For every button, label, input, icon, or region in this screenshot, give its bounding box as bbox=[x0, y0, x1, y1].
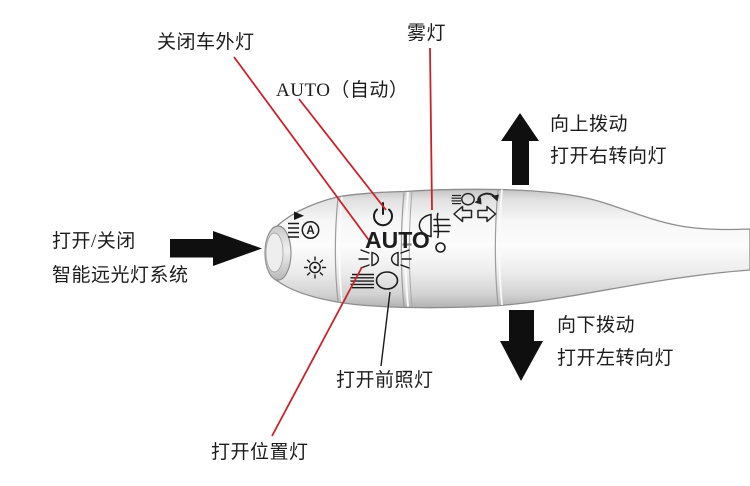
rotate-head bbox=[491, 194, 499, 202]
ray bbox=[400, 249, 410, 254]
leader-position bbox=[271, 266, 363, 437]
groove-highlight bbox=[498, 189, 503, 306]
label-auto-mode: AUTO（自动） bbox=[276, 80, 409, 101]
label-close-exterior: 关闭车外灯 bbox=[157, 32, 255, 53]
leader-fog bbox=[429, 47, 433, 211]
rotate-head bbox=[474, 197, 482, 205]
turn-right-arrow-icon bbox=[477, 205, 497, 223]
marker-triangle-icon bbox=[294, 211, 304, 220]
groove-line bbox=[334, 197, 339, 303]
lamp bbox=[461, 192, 475, 206]
indicator-dot-icon bbox=[435, 242, 446, 253]
sun-ray bbox=[306, 259, 311, 263]
label-down-result: 打开左转向灯 bbox=[557, 348, 675, 369]
power-arc bbox=[373, 208, 393, 227]
groove-line bbox=[494, 189, 499, 307]
sun-circle bbox=[309, 261, 321, 274]
position-light-icon bbox=[358, 249, 412, 269]
groove-line bbox=[400, 192, 405, 308]
left-lamp bbox=[371, 251, 380, 267]
label-up-result: 打开右转向灯 bbox=[550, 146, 668, 167]
tip-cap-inner bbox=[265, 232, 284, 273]
label-position-on: 打开位置灯 bbox=[211, 442, 309, 463]
label-down-action: 向下拨动 bbox=[557, 315, 636, 336]
ray bbox=[400, 264, 410, 269]
fog-light-icon bbox=[418, 212, 451, 239]
right-lamp bbox=[390, 251, 399, 267]
up-arrow-icon bbox=[501, 113, 539, 185]
down-arrow-icon bbox=[500, 310, 543, 381]
label-up-action: 向上拨动 bbox=[550, 114, 629, 135]
stalk-grooves bbox=[334, 189, 503, 308]
assist-circle bbox=[301, 221, 320, 239]
mini-low-beam-icon bbox=[451, 192, 475, 206]
lamp bbox=[418, 213, 432, 238]
leader-close-exterior bbox=[233, 56, 372, 244]
leader-auto bbox=[298, 98, 387, 211]
sun-ray bbox=[319, 272, 324, 276]
smart-highbeam-icon: A bbox=[288, 221, 320, 239]
groove-highlight bbox=[338, 196, 343, 302]
highbeam-toggle-arrow-icon bbox=[170, 231, 262, 266]
auto-dial-text: AUTO bbox=[365, 227, 430, 253]
assist-letter: A bbox=[306, 225, 314, 237]
label-highbeam-line2: 智能远光灯系统 bbox=[52, 265, 189, 286]
ray bbox=[360, 249, 370, 254]
label-highbeam-line1: 打开/关闭 bbox=[52, 231, 136, 252]
rotate-ring-icon bbox=[474, 192, 499, 205]
sun-ray bbox=[306, 272, 311, 276]
label-headlight-on: 打开前照灯 bbox=[336, 370, 434, 391]
low-beam-icon bbox=[350, 271, 399, 290]
stalk-body bbox=[270, 188, 750, 309]
lamp bbox=[375, 271, 399, 290]
leader-headlight bbox=[380, 291, 391, 367]
brightness-sun-icon bbox=[304, 256, 326, 279]
turn-left-arrow-icon bbox=[453, 205, 473, 223]
sun-ray bbox=[319, 259, 324, 263]
groove-highlight bbox=[404, 191, 409, 307]
sun-core bbox=[313, 266, 317, 269]
label-fog: 雾灯 bbox=[407, 23, 447, 44]
stalk-tip-cap bbox=[264, 225, 292, 281]
